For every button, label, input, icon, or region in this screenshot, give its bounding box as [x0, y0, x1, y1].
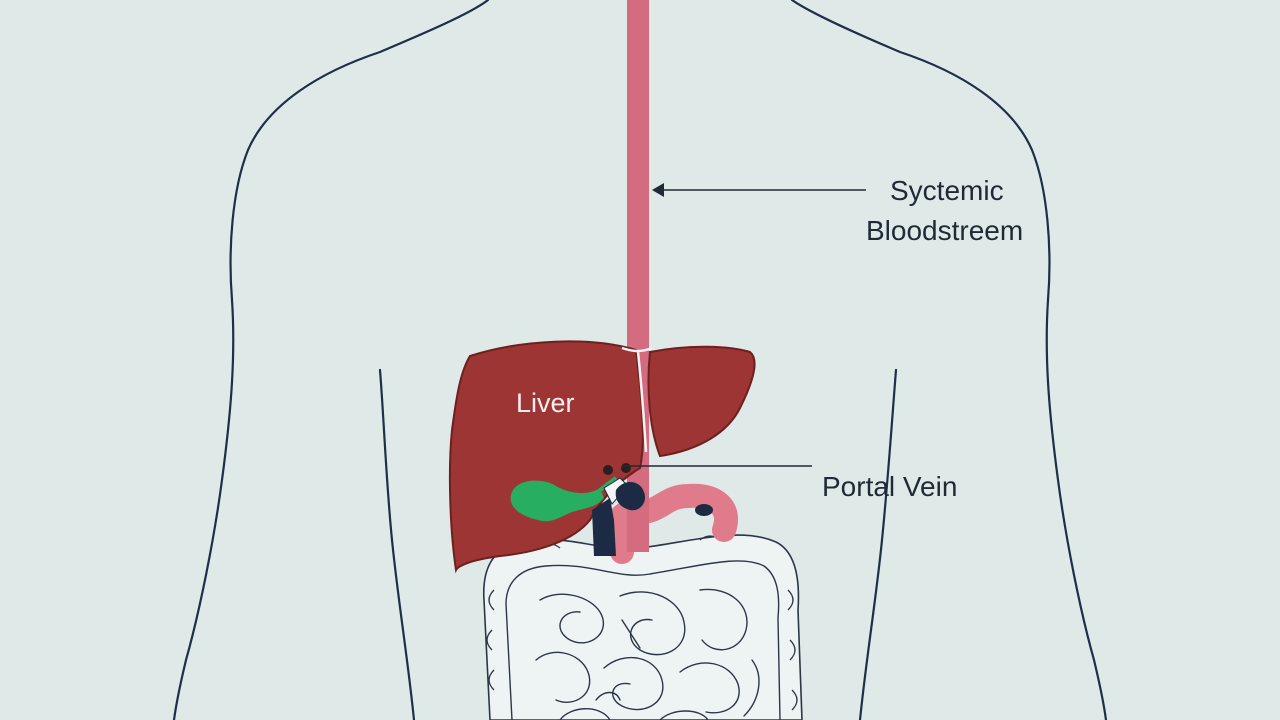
- systemic-label-line2: Bloodstreem: [866, 215, 1023, 246]
- body-outline-left: [172, 0, 490, 720]
- arrow-left-icon: [652, 183, 664, 197]
- systemic-label-line1: Syctemic: [890, 175, 1004, 206]
- portal-node-left: [603, 465, 613, 475]
- arm-line-left: [378, 368, 416, 720]
- liver-left-lobe: [647, 345, 756, 458]
- portal-vein-vessel: [592, 498, 616, 556]
- gallbladder-icon: [510, 480, 604, 522]
- body-outline-right: [790, 0, 1108, 720]
- large-intestine-inner: [505, 560, 781, 720]
- portal-vein-label: Portal Vein: [822, 471, 957, 502]
- portal-junction: [615, 481, 646, 511]
- small-intestine: [535, 588, 760, 720]
- body-outline: [172, 0, 1108, 720]
- intestines: [482, 534, 803, 720]
- duodenum-opening: [695, 504, 713, 516]
- arm-line-right: [858, 368, 898, 720]
- gallbladder-group: [510, 463, 646, 556]
- liver-right-lobe: [448, 340, 644, 574]
- stomach-duodenum: [604, 483, 738, 564]
- falciform-ligament: [621, 346, 653, 453]
- liver-label: Liver: [516, 388, 575, 418]
- annotations: [622, 183, 866, 467]
- portal-node-right: [621, 463, 631, 473]
- cystic-duct: [598, 476, 618, 492]
- liver: [448, 340, 756, 574]
- duodenum-loop: [604, 483, 738, 564]
